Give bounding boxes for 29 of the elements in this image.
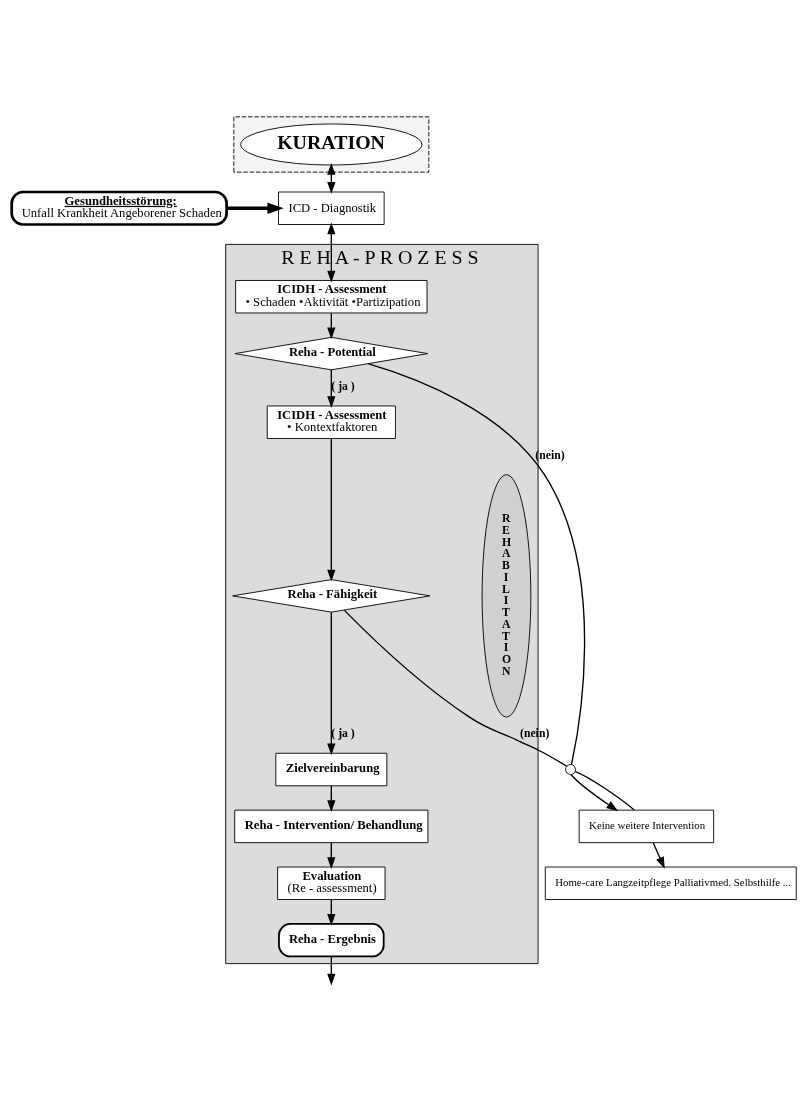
edge-label: ( ja ) <box>331 726 355 740</box>
edge-label: (nein) <box>535 448 565 462</box>
node-diamond: Reha - Potential <box>234 336 429 370</box>
connector <box>574 770 635 811</box>
node-box: ICD - Diagnostik <box>278 191 385 225</box>
node-box: ICIDH - Assessment • Schaden •Aktivität •Partizipation <box>235 279 428 313</box>
arrow <box>652 841 665 869</box>
node-box: Keine weitere Intervention <box>578 809 715 843</box>
node-ellipse: KURATION <box>240 123 423 165</box>
node-box: ICIDH - Assessment • Kontextfaktoren <box>266 405 396 439</box>
connector <box>343 609 568 767</box>
node-box: Home-care Langzeitpflege Palliativmed. Selbsthilfe ... <box>544 866 797 900</box>
node-box: Gesundheitsstörung: Unfall Krankheit Angeborener Schaden <box>10 190 228 226</box>
arrow <box>327 611 336 755</box>
arrow <box>327 437 336 582</box>
node-box: Zielvereinbarung <box>275 752 388 786</box>
node-diamond: Reha - Fähigkeit <box>232 578 431 613</box>
node-box: Reha - Ergebnis <box>278 922 385 957</box>
arrow <box>327 222 336 282</box>
node-box: Evaluation (Re - assessment) <box>277 866 386 900</box>
edge-label: ( ja ) <box>331 379 355 393</box>
node-ellipse: R E H A B I L I T A T I O N <box>481 473 532 717</box>
arrow <box>327 368 336 408</box>
connector <box>367 362 586 765</box>
node-circle <box>565 763 576 775</box>
node-box: Reha - Intervention/ Behandlung <box>234 809 429 843</box>
arrow <box>570 773 619 811</box>
edge-label: (nein) <box>520 726 550 740</box>
arrow <box>226 202 284 214</box>
